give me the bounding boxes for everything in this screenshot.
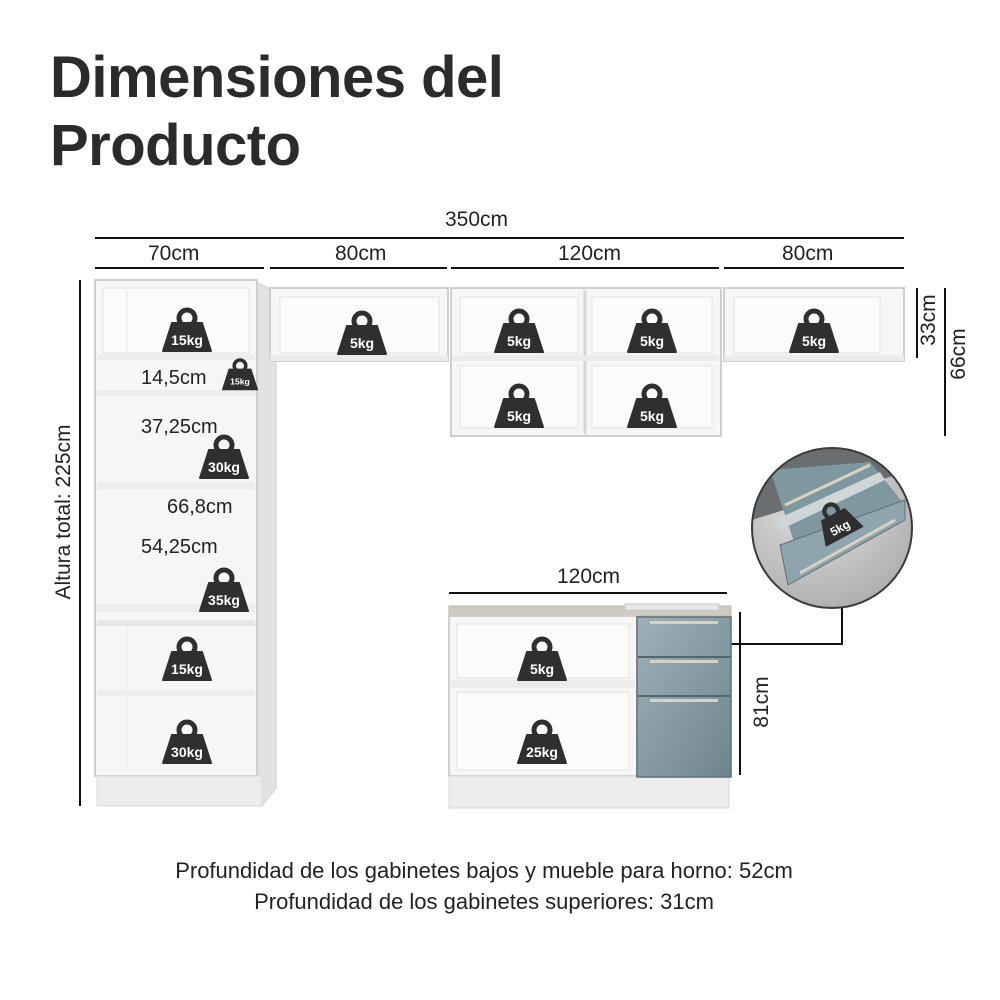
- weight-label: 5kg: [350, 335, 374, 351]
- weight-label: 30kg: [171, 744, 203, 760]
- weight-label: 25kg: [526, 744, 558, 760]
- weight-label: 5kg: [640, 333, 664, 349]
- oven-width-label: 66,8cm: [167, 496, 233, 518]
- upper-mid-width-label: 120cm: [558, 242, 622, 265]
- upper-left-width-label: 80cm: [335, 242, 387, 265]
- base-cabinet: [448, 603, 732, 809]
- shelf-1-label: 14,5cm: [141, 367, 207, 389]
- upper-cabinets: [269, 287, 905, 437]
- footer-depth-base: Profundidad de los gabinetes bajos y mue…: [175, 858, 793, 883]
- page-title: Dimensiones del Producto: [50, 44, 504, 180]
- weight-label: 15kg: [171, 661, 203, 677]
- weight-label: 5kg: [507, 333, 531, 349]
- total-width-label: 350cm: [445, 208, 509, 231]
- title-line-2: Producto: [50, 113, 301, 178]
- weight-label: 15kg: [230, 376, 250, 386]
- shelf-3-label: 54,25cm: [141, 536, 218, 558]
- upper-total-height-label: 66cm: [947, 328, 970, 380]
- weight-label: 35kg: [208, 592, 240, 608]
- footer-depth-upper: Profundidad de los gabinetes superiores:…: [254, 889, 714, 914]
- weight-icons: 15kg 15kg 30kg 35kg 15kg 30kg 5kg 5kg 5k…: [163, 310, 862, 763]
- base-height-label: 81cm: [750, 676, 773, 728]
- upper-right-width-label: 80cm: [782, 242, 834, 265]
- weight-label: 30kg: [208, 459, 240, 475]
- weight-label: 5kg: [802, 333, 826, 349]
- upper-height-label: 33cm: [917, 294, 940, 346]
- title-line-1: Dimensiones del: [50, 45, 504, 110]
- tall-width-label: 70cm: [148, 242, 200, 265]
- shelf-2-label: 37,25cm: [141, 416, 218, 438]
- total-height-label: Altura total: 225cm: [52, 424, 75, 600]
- weight-label: 5kg: [530, 661, 554, 677]
- weight-label: 5kg: [507, 408, 531, 424]
- weight-label: 5kg: [640, 408, 664, 424]
- weight-label: 15kg: [171, 332, 203, 348]
- base-width-label: 120cm: [557, 565, 621, 588]
